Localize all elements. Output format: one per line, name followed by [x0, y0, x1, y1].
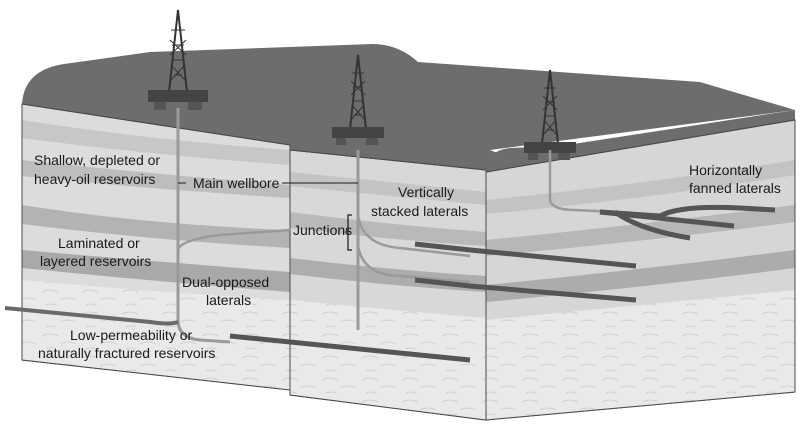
left-reservoir-block: [21, 44, 795, 391]
label-shallow-line1: Shallow, depleted or: [34, 152, 160, 168]
left-wellbore: [4, 108, 471, 363]
label-main-wellbore: Main wellbore: [193, 175, 280, 191]
junctions-bracket: [345, 214, 352, 251]
label-laminated-line2: layered reservoirs: [40, 253, 151, 269]
label-dual-line2: laterals: [206, 292, 251, 308]
right-wellbore: [548, 150, 776, 241]
label-horizontally-line1: Horizontally: [689, 162, 762, 178]
label-lowperm-line2: naturally fractured reservoirs: [38, 345, 215, 361]
drilling-rig-icon: [148, 9, 208, 110]
label-horizontally-line2: fanned laterals: [689, 180, 781, 196]
label-vertically-line1: Vertically: [398, 184, 454, 200]
drilling-rig-icon: [524, 69, 576, 160]
left-block-surface: [22, 44, 795, 160]
label-vertically-line2: stacked laterals: [371, 203, 468, 219]
label-laminated-line1: Laminated or: [58, 235, 140, 251]
middle-wellbore: [356, 150, 637, 330]
label-dual-line1: Dual-opposed: [182, 274, 269, 290]
label-shallow-line2: heavy-oil reservoirs: [34, 171, 155, 187]
drilling-rig-icon: [332, 54, 384, 145]
label-junctions: Junctions: [293, 222, 352, 238]
label-lowperm-line1: Low-permeability or: [70, 327, 192, 343]
